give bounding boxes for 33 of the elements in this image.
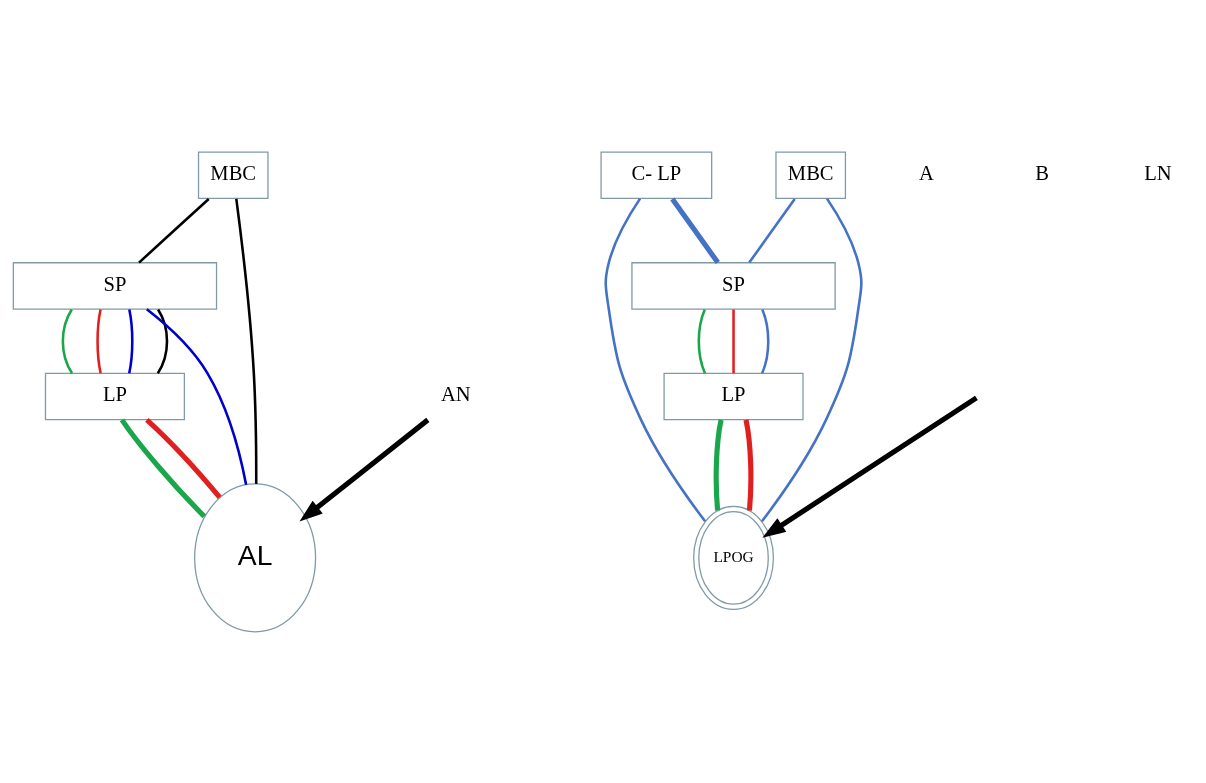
connector (743, 418, 754, 511)
connector (760, 308, 770, 374)
node-box: LP (44, 372, 186, 420)
connector (670, 196, 720, 264)
node-box: SP (12, 261, 218, 310)
connector (61, 308, 74, 374)
connector (145, 417, 222, 499)
node-text: AN (440, 382, 471, 405)
connector (146, 307, 248, 485)
arrow (762, 395, 978, 538)
node-box: LP (663, 372, 804, 420)
connector (748, 197, 796, 263)
node-ellipse: AL (194, 482, 317, 632)
connector (127, 308, 134, 373)
connector (697, 308, 707, 374)
node-box: MBC (775, 151, 847, 199)
node-box: SP (631, 261, 836, 310)
label: LN (1144, 161, 1172, 184)
label: B (1035, 161, 1050, 184)
connector (119, 417, 207, 518)
connector (96, 308, 102, 373)
label: A (919, 161, 934, 184)
connector (235, 198, 258, 484)
connector (138, 197, 210, 264)
connector (732, 309, 735, 373)
connector (713, 418, 724, 511)
node-box: C- LP (600, 151, 713, 199)
arrow (299, 417, 430, 521)
connector (604, 197, 707, 522)
node-box: MBC (197, 151, 269, 199)
node-ellipse: LPOG (693, 505, 775, 610)
connector (760, 197, 863, 522)
connector (156, 308, 169, 374)
